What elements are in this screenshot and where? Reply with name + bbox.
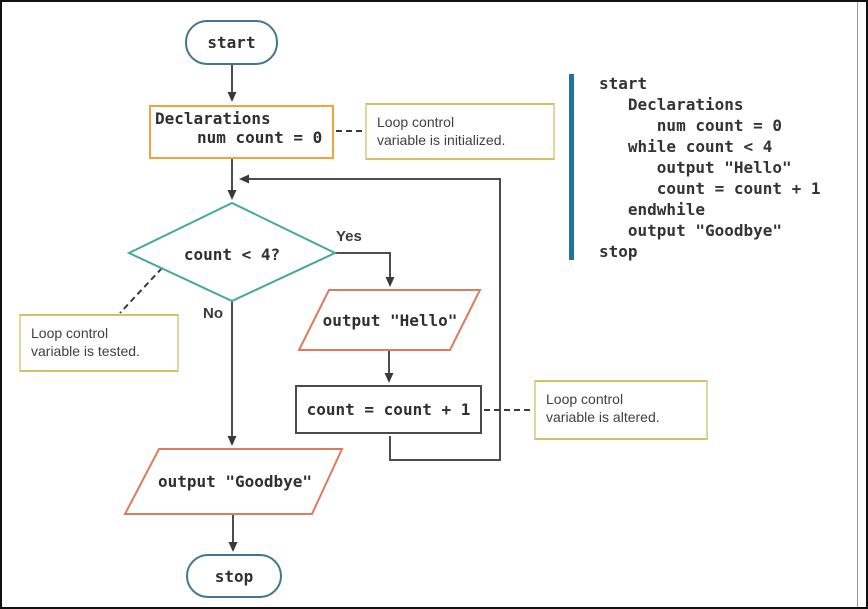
annotation-initialized-line2: variable is initialized. (377, 132, 506, 148)
pseudocode-line: stop (599, 242, 638, 261)
pseudocode-line: while count < 4 (599, 137, 773, 156)
arrow-loopback (239, 174, 501, 461)
frame-inner-line (857, 2, 858, 607)
pseudocode-block: start Declarations num count = 0 while c… (599, 73, 821, 262)
yes-branch-label: Yes (336, 228, 362, 245)
pseudocode-line: num count = 0 (599, 116, 783, 135)
dashed-connector-tested (119, 267, 163, 314)
increment-label: count = count + 1 (306, 400, 471, 419)
output-hello-shape (297, 289, 482, 351)
output-goodbye-label: output "Goodbye" (157, 471, 313, 491)
annotation-altered-line2: variable is altered. (546, 409, 660, 425)
pseudocode-line: endwhile (599, 200, 705, 219)
increment-node: count = count + 1 (295, 385, 482, 434)
output-hello-label: output "Hello" (322, 310, 458, 330)
annotation-initialized: Loop control variable is initialized. (365, 103, 555, 160)
pseudocode-line: start (599, 74, 648, 93)
arrow-yes-branch (335, 252, 395, 287)
stop-node: stop (186, 554, 282, 598)
pseudocode-line: output "Hello" (599, 158, 792, 177)
start-node: start (185, 20, 278, 65)
declarations-node: Declarations num count = 0 (149, 105, 334, 159)
annotation-tested: Loop control variable is tested. (19, 314, 179, 372)
output-goodbye-shape (123, 448, 344, 515)
annotation-altered: Loop control variable is altered. (534, 380, 708, 440)
declarations-line1: Declarations (155, 109, 271, 128)
decision-label: count < 4? (183, 244, 281, 264)
stop-label: stop (214, 566, 254, 586)
pseudocode-line: output "Goodbye" (599, 221, 783, 240)
start-label: start (207, 33, 256, 52)
no-branch-label: No (203, 305, 223, 322)
annotation-tested-line2: variable is tested. (31, 343, 140, 359)
annotation-altered-line1: Loop control (546, 391, 624, 407)
pseudocode-accent-bar (569, 74, 574, 260)
declarations-line2: num count = 0 (197, 128, 323, 147)
pseudocode-line: Declarations (599, 95, 744, 114)
pseudocode-line: count = count + 1 (599, 179, 821, 198)
annotation-tested-line1: Loop control (31, 325, 109, 341)
decision-diamond-shape (126, 201, 338, 303)
annotation-initialized-line1: Loop control (377, 114, 455, 130)
